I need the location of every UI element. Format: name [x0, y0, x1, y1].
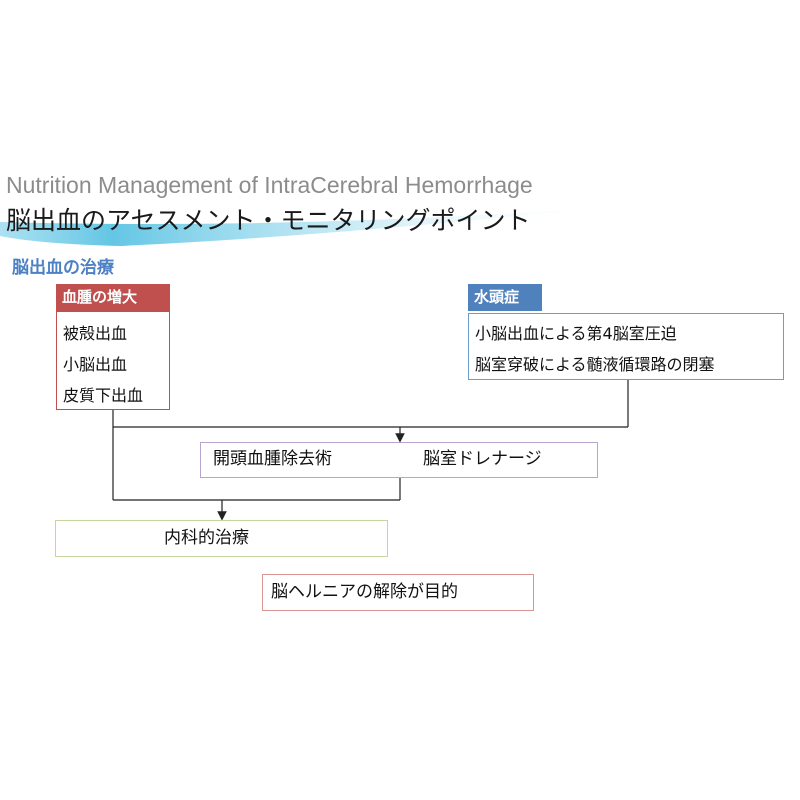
- hematoma-item: 皮質下出血: [63, 386, 144, 405]
- medical-treatment-box: 内科的治療: [55, 520, 388, 557]
- surgical-treatment-box: 開頭血腫除去術 脳室ドレナージ: [200, 442, 598, 478]
- hematoma-heading-tag: 血腫の増大: [56, 284, 170, 311]
- hydrocephalus-item: 小脳出血による第4脳室圧迫: [475, 324, 677, 343]
- hematoma-item: 被殻出血: [63, 324, 128, 343]
- english-subtitle: Nutrition Management of IntraCerebral He…: [6, 172, 533, 198]
- treatment-goal-box: 脳ヘルニアの解除が目的: [262, 574, 534, 611]
- hydrocephalus-heading-tag: 水頭症: [468, 284, 542, 311]
- hematoma-item: 小脳出血: [63, 355, 128, 374]
- page-title: 脳出血のアセスメント・モニタリングポイント: [6, 206, 531, 235]
- ventricular-drainage-label: 脳室ドレナージ: [423, 449, 542, 469]
- hydrocephalus-item: 脳室穿破による髄液循環路の閉塞: [475, 355, 715, 374]
- title-banner-swoosh: [0, 206, 620, 246]
- craniotomy-label: 開頭血腫除去術: [213, 449, 332, 469]
- hydrocephalus-causes-box: 小脳出血による第4脳室圧迫 脳室穿破による髄液循環路の閉塞: [468, 313, 784, 380]
- hematoma-cases-box: 被殻出血 小脳出血 皮質下出血: [56, 311, 170, 410]
- section-heading: 脳出血の治療: [12, 258, 114, 278]
